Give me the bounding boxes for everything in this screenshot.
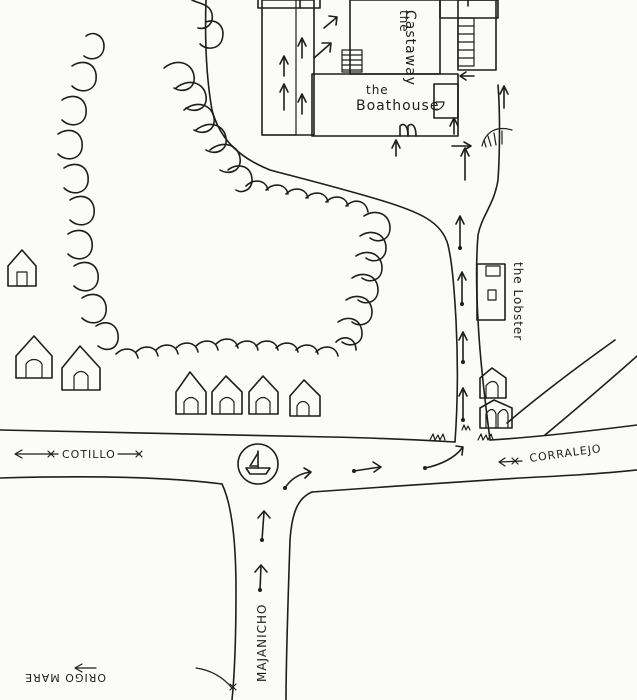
building-complex <box>257 0 513 157</box>
castaway-label-name: Castaway <box>402 10 418 86</box>
lobster-building <box>476 263 506 321</box>
house-row <box>175 371 321 417</box>
northeast-road <box>506 339 637 436</box>
hedge-left <box>57 32 339 359</box>
house-icon <box>15 335 53 379</box>
majanicho-road <box>221 483 313 700</box>
north-lane <box>204 0 501 443</box>
hedge-center <box>163 0 369 213</box>
house-icon <box>248 375 279 415</box>
castaway-label: the Castaway <box>397 10 418 86</box>
stairs-icon <box>341 49 363 73</box>
main-road <box>0 424 637 493</box>
left-houses <box>7 249 101 391</box>
double-door-icon <box>399 123 417 137</box>
cotillo-sign: COTILLO <box>14 448 143 461</box>
castaway-label-the: the <box>397 10 411 33</box>
corralejo-sign: CORRALEJO <box>498 442 603 467</box>
house-icon <box>479 399 513 429</box>
house-icon <box>175 371 207 415</box>
house-icon <box>479 367 507 399</box>
cotillo-label: COTILLO <box>62 448 116 461</box>
origo-mare-sign: ORIGO MARE <box>24 663 237 691</box>
house-icon <box>211 375 243 415</box>
stairs-icon <box>457 17 475 67</box>
corralejo-label: CORRALEJO <box>529 442 603 465</box>
house-icon <box>7 249 37 287</box>
majanicho-label: MAJANICHO <box>255 604 269 682</box>
boathouse-label-the: the <box>366 83 389 97</box>
castaway-building <box>349 0 441 75</box>
roundabout <box>237 443 279 485</box>
house-icon <box>61 345 101 391</box>
origo-mare-label: ORIGO MARE <box>24 671 106 684</box>
lobster-label: the Lobster <box>511 262 525 341</box>
house-icon <box>289 379 321 417</box>
sailboat-icon <box>245 450 271 475</box>
lane-arrows <box>455 147 470 422</box>
boathouse-label-name: Boathouse <box>356 98 439 114</box>
road-arrows <box>254 445 464 592</box>
stairs-icon <box>481 127 513 148</box>
hedge-right <box>335 211 391 351</box>
